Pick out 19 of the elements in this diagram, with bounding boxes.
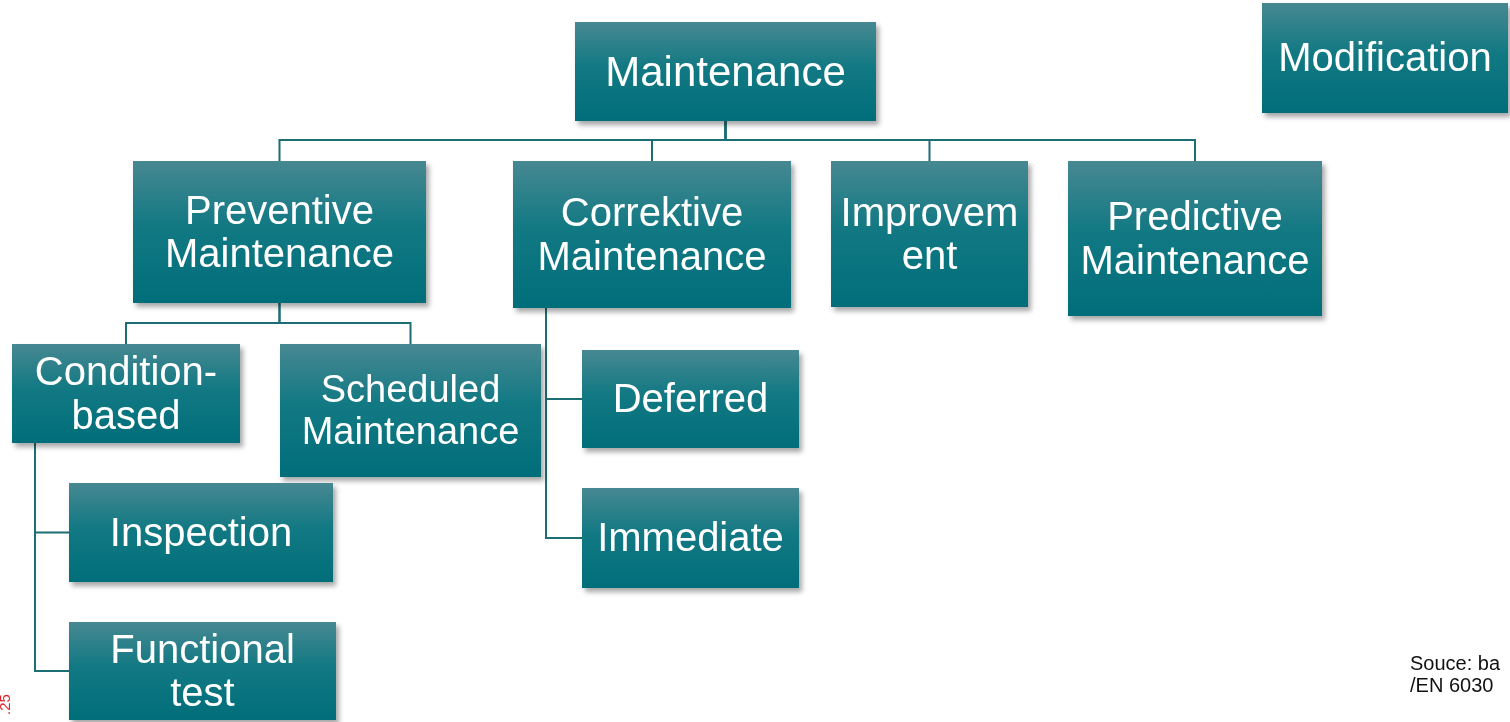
source-note: Souce: ba (1410, 652, 1501, 674)
category-box: Predictive Maintenance (1068, 161, 1322, 316)
category-box: Immediate (582, 488, 799, 588)
connector-line (278, 302, 412, 345)
connector-line (724, 120, 1196, 162)
category-box: Inspection (69, 483, 333, 582)
connector-line (545, 307, 583, 539)
category-box: Deferred (582, 350, 799, 448)
page-number: .25 (0, 694, 13, 715)
category-box: Correktive Maintenance (513, 161, 791, 308)
category-box: Preventive Maintenance (133, 161, 426, 303)
source-note: /EN 6030 (1410, 674, 1494, 696)
category-box: Maintenance (575, 22, 876, 121)
category-box: Condition-based (12, 344, 240, 443)
category-box: Improvement (831, 161, 1028, 307)
category-box: Functional test (69, 622, 336, 720)
category-box: Modification (1262, 3, 1508, 113)
category-box: Scheduled Maintenance (280, 344, 541, 477)
connector-line (34, 442, 70, 672)
